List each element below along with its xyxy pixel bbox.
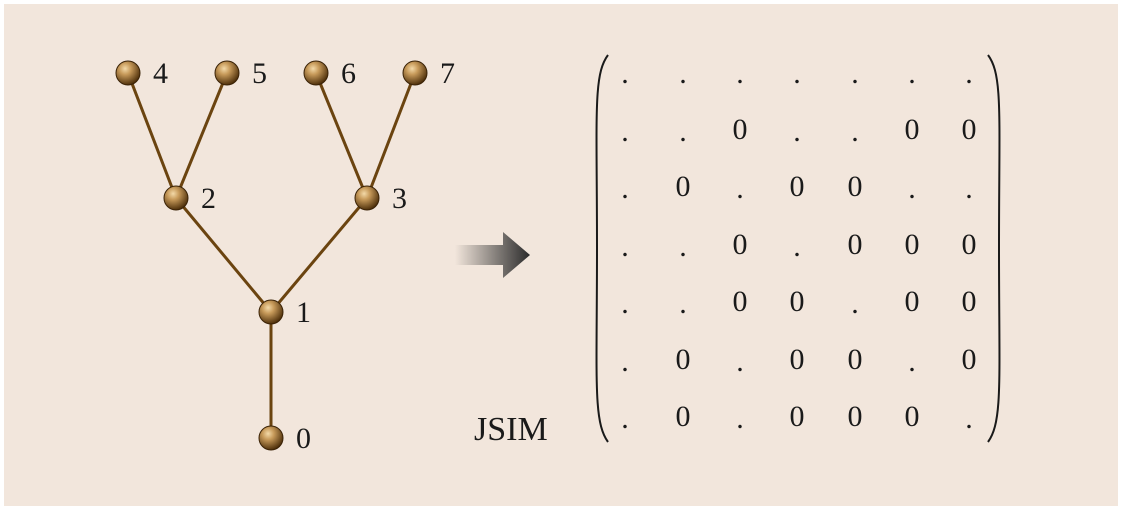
- matrix-cell: 0: [962, 113, 977, 146]
- matrix-cell: .: [908, 345, 916, 378]
- matrix-left-bracket: [595, 54, 609, 443]
- jsim-matrix: ......... 0.. 0 0. 0. 0 0.... 0. 0 0 0.. 0 0. 0 0. 0. 0 0…: [595, 54, 1001, 443]
- node-label: 3: [392, 182, 407, 215]
- matrix-cell: 0: [676, 400, 691, 433]
- matrix-cell: 0: [790, 400, 805, 433]
- tree-edge-3-7: [365, 71, 417, 200]
- matrix-cell: .: [851, 287, 859, 320]
- matrix-cell: 0: [733, 285, 748, 318]
- tree-nodes: 0 1 2 3 4 5 6 7: [115, 57, 455, 455]
- matrix-cell: .: [851, 115, 859, 148]
- matrix-cell: .: [679, 57, 687, 90]
- node-ball: [402, 60, 428, 86]
- matrix-cell: .: [736, 345, 744, 378]
- node-label: 5: [252, 57, 267, 90]
- matrix-cell: .: [793, 115, 801, 148]
- matrix-cell: .: [679, 287, 687, 320]
- node-label: 7: [440, 57, 455, 90]
- matrix-cell: .: [621, 230, 629, 263]
- tree-node-3: 3: [354, 182, 407, 215]
- node-label: 1: [296, 296, 311, 329]
- node-ball: [303, 60, 329, 86]
- tree-node-2: 2: [163, 182, 216, 215]
- matrix-cell: .: [965, 57, 973, 90]
- tree-edge-2-4: [126, 71, 178, 200]
- matrix-cell: .: [621, 172, 629, 205]
- matrix-cell: .: [621, 287, 629, 320]
- tree-node-7: 7: [402, 57, 455, 90]
- node-ball: [163, 185, 189, 211]
- tree-node-6: 6: [303, 57, 356, 90]
- tree-edge-1-2: [174, 196, 273, 314]
- node-ball: [115, 60, 141, 86]
- matrix-cell: .: [851, 57, 859, 90]
- tree-edge-2-5: [174, 71, 229, 200]
- node-label: 0: [296, 422, 311, 455]
- background-panel: [4, 4, 1118, 506]
- matrix-cell: 0: [790, 343, 805, 376]
- node-ball: [214, 60, 240, 86]
- matrix-cell: 0: [848, 228, 863, 261]
- matrix-cell: .: [965, 402, 973, 435]
- node-label: 2: [201, 182, 216, 215]
- matrix-cell: 0: [905, 400, 920, 433]
- node-ball: [258, 299, 284, 325]
- matrix-cell: 0: [733, 228, 748, 261]
- matrix-cell: .: [621, 345, 629, 378]
- matrix-cell: .: [621, 115, 629, 148]
- node-ball: [258, 425, 284, 451]
- matrix-cell: .: [736, 57, 744, 90]
- matrix-cell: .: [793, 57, 801, 90]
- matrix-cell: 0: [848, 400, 863, 433]
- tree-node-5: 5: [214, 57, 267, 90]
- matrix-cell: .: [736, 402, 744, 435]
- matrix-cell: .: [736, 172, 744, 205]
- matrix-label: JSIM: [474, 411, 548, 448]
- tree-edge-1-3: [269, 196, 369, 314]
- tree-node-4: 4: [115, 57, 168, 90]
- matrix-cell: .: [908, 172, 916, 205]
- matrix-cell: .: [793, 230, 801, 263]
- matrix-cell: .: [621, 57, 629, 90]
- matrix-cell: 0: [962, 228, 977, 261]
- node-label: 4: [153, 57, 168, 90]
- matrix-cell: 0: [905, 285, 920, 318]
- matrix-cell: .: [621, 402, 629, 435]
- matrix-cell: 0: [905, 228, 920, 261]
- matrix-right-bracket: [987, 54, 1001, 443]
- tree-edges: [126, 71, 417, 440]
- matrix-cell: 0: [790, 170, 805, 203]
- right-arrow-icon: [455, 232, 530, 278]
- matrix-cell: 0: [848, 343, 863, 376]
- matrix-cell: .: [908, 57, 916, 90]
- matrix-cell: .: [965, 172, 973, 205]
- matrix-cell: 0: [905, 113, 920, 146]
- tree-edge-3-6: [314, 71, 369, 200]
- matrix-cell: 0: [848, 170, 863, 203]
- node-ball: [354, 185, 380, 211]
- matrix-cell: 0: [962, 343, 977, 376]
- matrix-cell: 0: [962, 285, 977, 318]
- matrix-cell: .: [679, 115, 687, 148]
- kinematic-tree: 0 1 2 3 4 5 6 7: [115, 57, 455, 455]
- matrix-cell: 0: [676, 343, 691, 376]
- tree-node-0: 0: [258, 422, 311, 455]
- node-label: 6: [341, 57, 356, 90]
- matrix-cells: ......... 0.. 0 0. 0. 0 0.... 0. 0 0 0.. 0 0. 0 0. 0. 0 0…: [621, 57, 976, 435]
- matrix-cell: 0: [790, 285, 805, 318]
- matrix-cell: 0: [676, 170, 691, 203]
- tree-node-1: 1: [258, 296, 311, 329]
- matrix-cell: 0: [733, 113, 748, 146]
- matrix-cell: .: [679, 230, 687, 263]
